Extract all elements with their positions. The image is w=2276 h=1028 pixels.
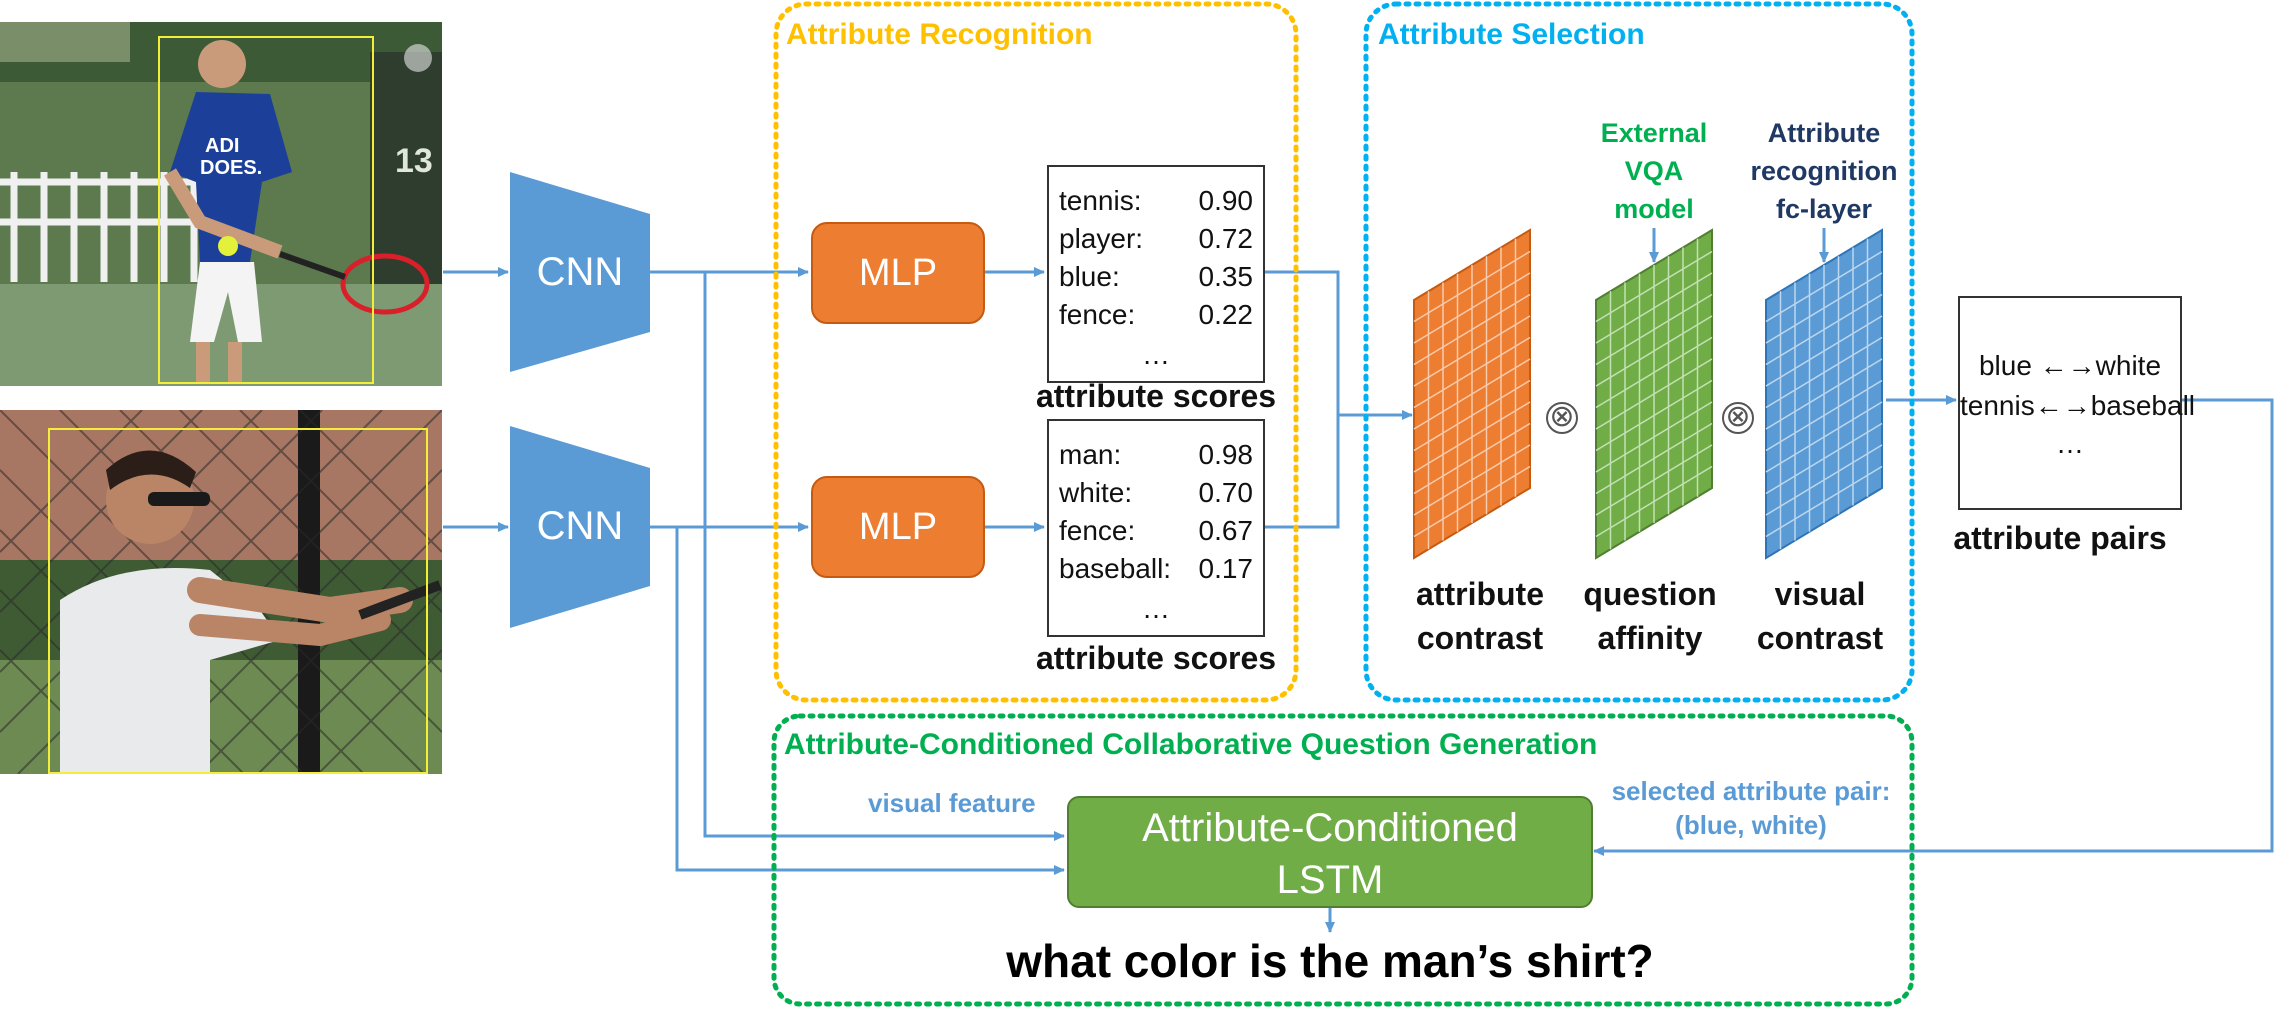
attribute-name: tennis: — [1059, 185, 1142, 216]
visual-contrast-caption: visual contrast — [1730, 572, 1910, 660]
vqa-label-line: VQA — [1624, 156, 1684, 186]
cnn-block-top — [510, 172, 650, 372]
attribute-scores-caption-top: attribute scores — [1035, 378, 1277, 414]
attribute-recognition-title: Attribute Recognition — [786, 18, 1093, 51]
attribute-pairs-box: blue ←→white tennis←→baseball … — [1958, 296, 2195, 510]
caption-line: affinity — [1597, 620, 1703, 656]
attribute-score: 0.35 — [1198, 261, 1254, 292]
scores-to-contrast-line-bottom — [1263, 415, 1340, 529]
caption-line: contrast — [1416, 620, 1544, 656]
fc-layer-label: Attribute recognition fc-layer — [1734, 114, 1914, 228]
pair-left-attribute: blue — [1978, 350, 2032, 381]
attribute-pair-row: tennis←→baseball — [1960, 390, 2195, 422]
scores-to-contrast-line-top — [1263, 270, 1413, 420]
svg-text:DOES.: DOES. — [200, 157, 262, 179]
attribute-name: fence: — [1059, 299, 1136, 330]
score-row: baseball: 0.17 — [1059, 553, 1253, 591]
mlp-block-bottom: MLP — [811, 476, 985, 578]
attribute-selection-title: Attribute Selection — [1378, 18, 1645, 51]
bidirectional-arrow-icon: ←→ — [2039, 350, 2096, 381]
bidirectional-arrow-icon: ←→ — [2034, 390, 2091, 421]
attribute-conditioned-lstm-block: Attribute-Conditioned LSTM — [1067, 796, 1593, 908]
attribute-contrast-grid — [1413, 228, 1531, 560]
score-row: fence: 0.67 — [1059, 515, 1253, 553]
fc-label-line: recognition — [1750, 156, 1898, 186]
vqa-label-line: External — [1600, 118, 1708, 148]
attribute-score: 0.17 — [1198, 553, 1254, 584]
cnn-label-top: CNN — [536, 250, 624, 294]
question-affinity-caption: question affinity — [1560, 572, 1740, 660]
attribute-scores-box-bottom: man: 0.98 white: 0.70 fence: 0.67 baseball:… — [1047, 419, 1265, 637]
score-row: player: 0.72 — [1059, 223, 1253, 261]
question-generation-region — [771, 713, 1915, 1007]
lstm-label-line: LSTM — [1276, 858, 1384, 902]
vqa-label-line: model — [1614, 194, 1694, 224]
attribute-name: player: — [1059, 223, 1144, 254]
visual-contrast-grid — [1765, 228, 1883, 560]
attribute-score: 0.98 — [1198, 439, 1254, 470]
caption-line: visual — [1774, 576, 1866, 612]
svg-text:ADI: ADI — [205, 135, 239, 157]
lstm-label-line: Attribute-Conditioned — [1142, 806, 1518, 850]
cnn-label-bottom: CNN — [536, 504, 624, 548]
attribute-score: 0.70 — [1198, 477, 1254, 508]
note-line: (blue, white) — [1675, 810, 1827, 840]
caption-line: attribute — [1416, 576, 1544, 612]
generated-question: what color is the man’s shirt? — [1006, 935, 1654, 987]
attribute-pair-row: blue ←→white — [1960, 350, 2180, 382]
attribute-score: 0.22 — [1198, 299, 1254, 330]
attribute-name: blue: — [1059, 261, 1120, 292]
detection-bounding-box — [48, 428, 428, 774]
question-affinity-grid — [1595, 228, 1713, 560]
scores-ellipsis: … — [1142, 339, 1170, 370]
fc-label-line: fc-layer — [1775, 194, 1873, 224]
question-generation-title: Attribute-Conditioned Collaborative Ques… — [784, 728, 1598, 761]
score-row: man: 0.98 — [1059, 439, 1253, 477]
tennis-player-photo: 13 ADI DOES. — [0, 22, 442, 386]
attribute-name: baseball: — [1059, 553, 1172, 584]
score-row: blue: 0.35 — [1059, 261, 1253, 299]
cnn-block-bottom — [510, 426, 650, 628]
visual-feature-line-top — [703, 272, 1065, 841]
attribute-recognition-region — [773, 1, 1299, 703]
attribute-pairs-caption: attribute pairs — [1953, 520, 2167, 556]
note-line: selected attribute pair: — [1611, 776, 1891, 806]
external-vqa-model-label: External VQA model — [1574, 114, 1734, 228]
selected-attribute-pair-label: selected attribute pair: (blue, white) — [1596, 774, 1906, 842]
attribute-score: 0.72 — [1198, 223, 1254, 254]
visual-feature-label: visual feature — [868, 788, 1036, 818]
visual-feature-line-bottom — [675, 527, 1065, 875]
score-row: tennis: 0.90 — [1059, 185, 1253, 223]
attribute-contrast-caption: attribute contrast — [1390, 572, 1570, 660]
pairs-ellipsis: … — [2056, 428, 2084, 459]
pair-left-attribute: tennis — [1960, 390, 2035, 421]
pair-right-attribute: white — [2095, 350, 2162, 381]
tennis-player-illustration: 13 ADI DOES. — [0, 22, 442, 386]
attribute-score: 0.90 — [1198, 185, 1254, 216]
fc-label-line: Attribute — [1767, 118, 1881, 148]
baseball-batter-photo — [0, 410, 442, 774]
caption-line: contrast — [1756, 620, 1884, 656]
attribute-name: white: — [1059, 477, 1133, 508]
score-row: fence: 0.22 — [1059, 299, 1253, 337]
attribute-scores-box-top: tennis: 0.90 player: 0.72 blue: 0.35 fence:… — [1047, 165, 1265, 383]
attribute-selection-region — [1363, 1, 1915, 703]
attribute-score: 0.67 — [1198, 515, 1254, 546]
svg-text:13: 13 — [395, 142, 433, 180]
pairs-to-lstm-line — [1593, 398, 2274, 856]
attribute-scores-caption-bottom: attribute scores — [1035, 640, 1277, 676]
elementwise-product-symbol: ⊗ — [1546, 402, 1578, 434]
mlp-block-top: MLP — [811, 222, 985, 324]
detection-bounding-box — [158, 36, 374, 384]
pair-right-attribute: baseball — [2090, 390, 2196, 421]
score-row: white: 0.70 — [1059, 477, 1253, 515]
attribute-name: man: — [1059, 439, 1122, 470]
attribute-name: fence: — [1059, 515, 1136, 546]
baseball-batter-illustration — [0, 410, 442, 774]
scores-ellipsis: … — [1142, 593, 1170, 624]
elementwise-product-symbol: ⊗ — [1722, 402, 1754, 434]
caption-line: question — [1583, 576, 1717, 612]
